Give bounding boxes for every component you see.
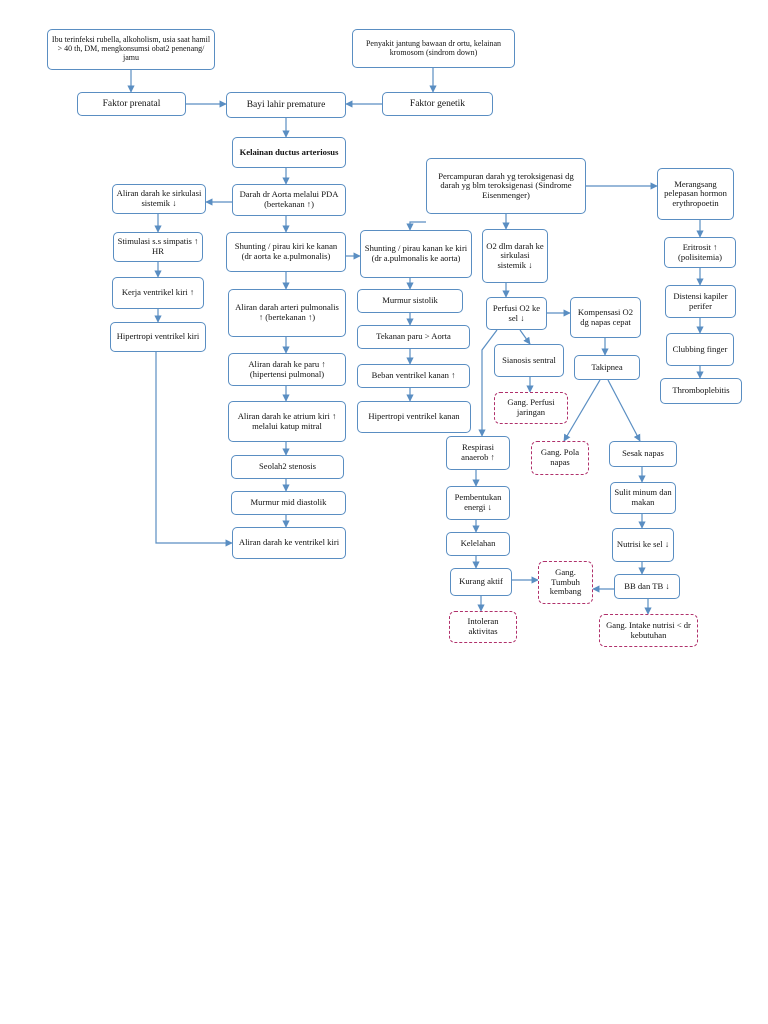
node-bb: BB dan TB ↓ bbox=[614, 574, 680, 599]
arrow-hipertropi-ventrikel bbox=[155, 352, 233, 547]
node-faktor-genetik: Faktor genetik bbox=[382, 92, 493, 116]
node-murmur-sistolik: Murmur sistolik bbox=[357, 289, 463, 313]
node-tekanan: Tekanan paru > Aorta bbox=[357, 325, 470, 349]
node-perfusi: Perfusi O2 ke sel ↓ bbox=[486, 297, 547, 330]
node-kelainan: Kelainan ductus arteriosus bbox=[232, 137, 346, 168]
node-hipertropi-kanan: Hipertropi ventrikel kanan bbox=[357, 401, 471, 433]
diagnosis-gang-perfusi: Gang. Perfusi jaringan bbox=[494, 392, 568, 424]
node-aliran-ventrikel: Aliran darah ke ventrikel kiri bbox=[232, 527, 346, 559]
node-sianosis: Sianosis sentral bbox=[494, 344, 564, 377]
node-seolah: Seolah2 stenosis bbox=[231, 455, 344, 479]
node-kerja: Kerja ventrikel kiri ↑ bbox=[112, 277, 204, 309]
diagnosis-intoleran: Intoleran aktivitas bbox=[449, 611, 517, 643]
node-faktor-prenatal: Faktor prenatal bbox=[77, 92, 186, 116]
node-clubbing: Clubbing finger bbox=[666, 333, 734, 366]
node-percampuran: Percampuran darah yg teroksigenasi dg da… bbox=[426, 158, 586, 214]
node-thrombo: Thromboplebitis bbox=[660, 378, 742, 404]
node-penyakit: Penyakit jantung bawaan dr ortu, kelaina… bbox=[352, 29, 515, 68]
node-eritrosit: Eritrosit ↑ (polisitemia) bbox=[664, 237, 736, 268]
arrow-perfusi-respirasi bbox=[478, 329, 498, 437]
arrow-takipnea-sesak bbox=[607, 379, 641, 442]
node-pembentukan: Pembentukan energi ↓ bbox=[446, 486, 510, 520]
node-murmur-mid: Murmur mid diastolik bbox=[231, 491, 346, 515]
node-aliran-sistemik: Aliran darah ke sirkulasi sistemik ↓ bbox=[112, 184, 206, 214]
node-kompensasi: Kompensasi O2 dg napas cepat bbox=[570, 297, 641, 338]
arrow-takipnea-pola bbox=[563, 379, 601, 442]
node-merangsang: Merangsang pelepasan hormon erythropoeti… bbox=[657, 168, 734, 220]
node-bayi: Bayi lahir premature bbox=[226, 92, 346, 118]
node-shunting1: Shunting / pirau kiri ke kanan (dr aorta… bbox=[226, 232, 346, 272]
node-aliran-arteri: Aliran darah arteri pulmonalis ↑ (bertek… bbox=[228, 289, 346, 337]
diagnosis-gang-pola: Gang. Pola napas bbox=[531, 441, 589, 475]
node-distensi: Distensi kapiler perifer bbox=[665, 285, 736, 318]
node-stimulasi: Stimulasi s.s simpatis ↑ HR bbox=[113, 232, 203, 262]
node-aliran-paru: Aliran darah ke paru ↑ (hipertensi pulmo… bbox=[228, 353, 346, 386]
node-shunting2: Shunting / pirau kanan ke kiri (dr a.pul… bbox=[360, 230, 472, 278]
arrow-perfusi-sianosis bbox=[519, 329, 531, 345]
node-beban: Beban ventrikel kanan ↑ bbox=[357, 364, 470, 388]
node-sulit: Sulit minum dan makan bbox=[610, 482, 676, 514]
node-darah-aorta: Darah dr Aorta melalui PDA (bertekanan ↑… bbox=[232, 184, 346, 216]
node-nutrisi: Nutrisi ke sel ↓ bbox=[612, 528, 674, 562]
node-kurang: Kurang aktif bbox=[450, 568, 512, 596]
node-kelelahan: Kelelahan bbox=[446, 532, 510, 556]
node-takipnea: Takipnea bbox=[574, 355, 640, 380]
node-hipertropi-kiri: Hipertropi ventrikel kiri bbox=[110, 322, 206, 352]
node-aliran-atrium: Aliran darah ke atrium kiri ↑ melalui ka… bbox=[228, 401, 346, 442]
node-respirasi: Respirasi anaerob ↑ bbox=[446, 436, 510, 470]
node-sesak: Sesak napas bbox=[609, 441, 677, 467]
arrow-perc-shunting2 bbox=[406, 221, 426, 231]
diagnosis-gang-tumbuh: Gang. Tumbuh kembang bbox=[538, 561, 593, 604]
node-o2: O2 dlm darah ke sirkulasi sistemik ↓ bbox=[482, 229, 548, 283]
diagnosis-gang-intake: Gang. Intake nutrisi < dr kebutuhan bbox=[599, 614, 698, 647]
node-ibu: Ibu terinfeksi rubella, alkoholism, usia… bbox=[47, 29, 215, 70]
